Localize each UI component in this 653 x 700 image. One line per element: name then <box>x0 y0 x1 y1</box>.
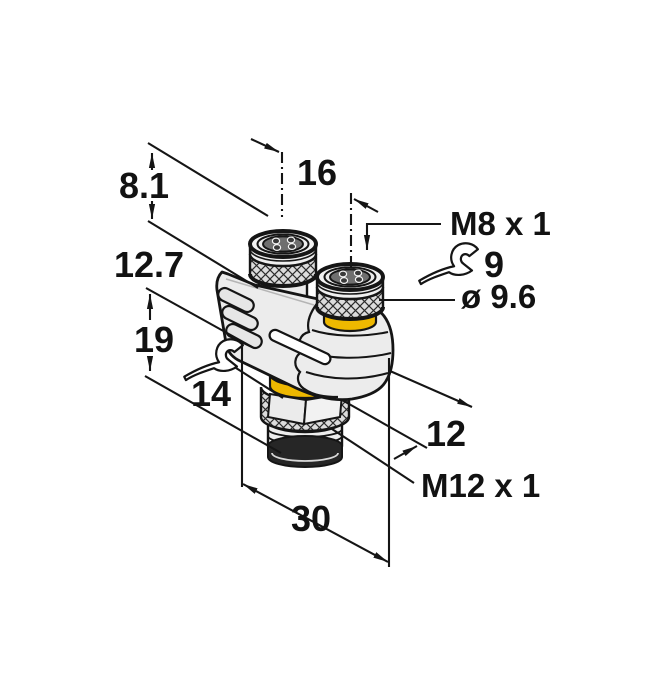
diameter-9-6-callout: ø 9.6 <box>379 278 536 315</box>
dimension-label-19: 19 <box>134 319 174 360</box>
dim-16-arrow-right <box>353 198 379 213</box>
dim-12-extension-lower <box>341 399 428 449</box>
thread-label-m12: M12 x 1 <box>421 467 540 504</box>
dimension-12: 12 <box>341 370 473 460</box>
extension-line-4 <box>144 375 282 454</box>
m8-thread-leader <box>363 222 441 250</box>
m8-left-pin-holes <box>271 236 297 252</box>
m8-right-pin-holes <box>338 269 364 285</box>
wrench-14-leader <box>235 367 284 399</box>
m8-left-collar-line <box>249 248 317 262</box>
dimension-30: 30 <box>240 345 391 567</box>
extension-line-2 <box>147 220 259 289</box>
dimension-label-16: 16 <box>297 152 337 193</box>
thread-label-m8: M8 x 1 <box>450 205 551 242</box>
m12-thread-leader <box>331 428 415 484</box>
extension-line-3 <box>145 287 255 349</box>
dimension-label-8-1: 8.1 <box>119 165 169 206</box>
m8-right-socket-face <box>329 268 371 286</box>
m8-right-knurl-rim <box>315 306 385 321</box>
dim-12-extension-upper <box>389 370 473 408</box>
body-lobe-boundary <box>294 300 339 399</box>
wrench-size-9-callout: 9 <box>418 242 504 286</box>
m8-left-socket-face <box>262 235 304 253</box>
m8-thread-callout: M8 x 1 <box>363 205 551 250</box>
m8-left-knurl-rim <box>248 273 318 288</box>
m12-connector <box>259 373 351 468</box>
wrench-size-label-14: 14 <box>191 373 231 414</box>
body-top-edge-line <box>225 278 315 306</box>
wrench-size-14-callout: 14 <box>183 338 284 414</box>
wrench-size-label-9: 9 <box>484 244 504 285</box>
dim-16-arrow-left <box>250 138 280 153</box>
m8-connector-left <box>248 229 318 298</box>
dimension-label-12: 12 <box>426 413 466 454</box>
dimension-label-30: 30 <box>291 498 331 539</box>
m12-thread-callout: M12 x 1 <box>331 428 540 504</box>
diameter-label-9-6: ø 9.6 <box>461 278 536 315</box>
m8-right-collar-line <box>316 281 384 295</box>
dim-30-line <box>242 483 389 563</box>
dim-12-arrow-lower <box>393 445 418 460</box>
dimension-16: 16 <box>250 138 379 268</box>
dimension-chain-left: 8.1 12.7 19 <box>114 142 282 454</box>
dimension-label-12-7: 12.7 <box>114 244 184 285</box>
body-label-slot <box>268 328 332 366</box>
extension-line-1 <box>147 142 269 217</box>
m8-connector-right <box>315 262 385 333</box>
m12-tip-highlight <box>271 452 339 462</box>
